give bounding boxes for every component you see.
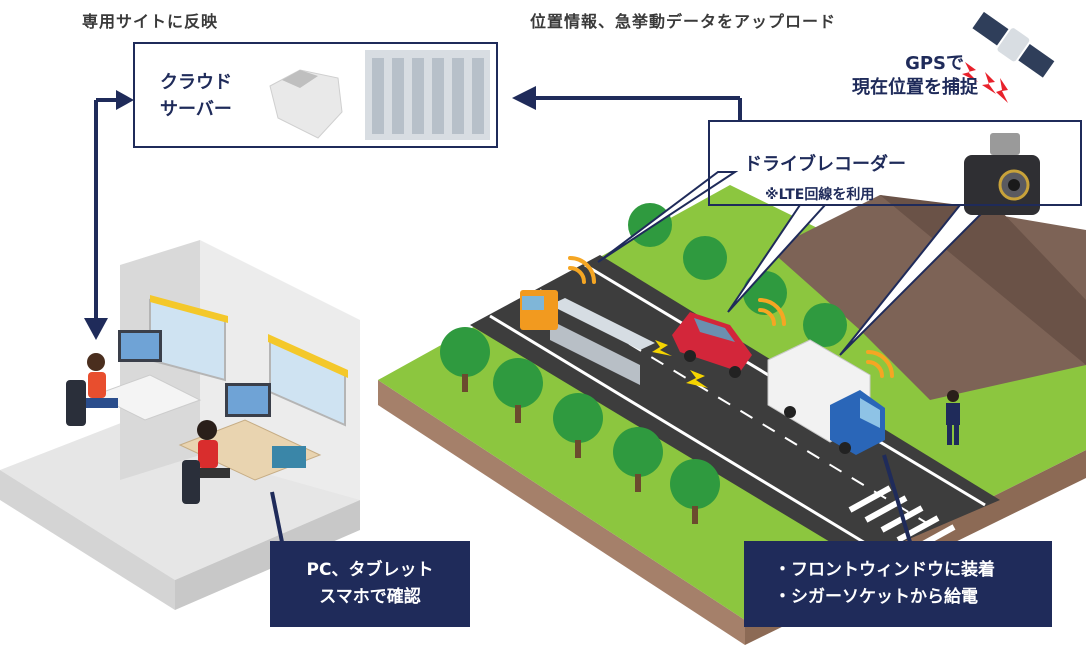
office-illustration (0, 240, 360, 610)
upload-label: 位置情報、急挙動データをアップロード (530, 12, 837, 31)
site-reflect-label: 専用サイトに反映 (82, 12, 219, 31)
satellite-icon (972, 11, 1055, 78)
pc-tablet-line2: スマホで確認 (319, 587, 421, 607)
upload-arrow (512, 86, 742, 120)
gps-caption-line2: 現在位置を捕捉 (852, 77, 978, 98)
install-info-line2: ・シガーソケットから給電 (774, 587, 978, 607)
cloud-server-label-line2: サーバー (160, 99, 232, 120)
pedestrian (946, 390, 960, 445)
pc-tablet-line1: PC、タブレット (306, 560, 434, 580)
cloud-server-label-line1: クラウド (160, 72, 232, 93)
drive-recorder-note: ※LTE回線を利用 (765, 187, 875, 203)
red-car (672, 312, 752, 378)
gps-caption: GPSで 現在位置を捕捉 (852, 52, 978, 100)
drive-recorder-title: ドライブレコーダー (744, 154, 906, 175)
install-info-line1: ・フロントウィンドウに装着 (774, 560, 995, 580)
drive-recorder-box (708, 120, 1082, 206)
cloud-server-box (133, 42, 498, 148)
callout-pointers (270, 171, 993, 543)
gps-caption-line1: GPSで (905, 53, 964, 74)
orange-truck (520, 290, 655, 385)
sync-arrow (84, 90, 134, 340)
cloud-server-icon (269, 50, 490, 140)
install-info-box: ・フロントウィンドウに装着 ・シガーソケットから給電 (744, 541, 1052, 627)
signal-bolt-icon (962, 62, 1008, 103)
pc-tablet-box: PC、タブレット スマホで確認 (270, 541, 470, 627)
blue-truck (767, 339, 885, 455)
dashcam-icon (964, 133, 1040, 215)
